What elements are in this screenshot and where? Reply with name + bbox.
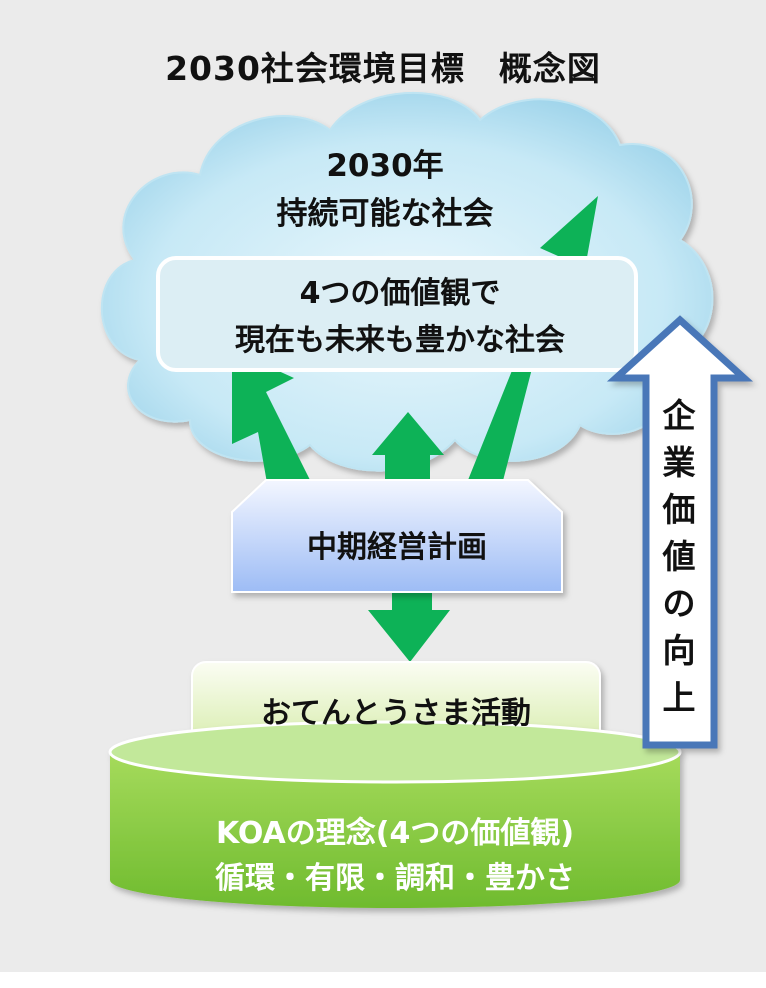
base-cylinder — [108, 720, 682, 908]
goal-box-line2: 現在も未来も豊かな社会 — [235, 323, 565, 358]
arrow-up-left — [232, 350, 310, 500]
cloud-title-society: 持続可能な社会 — [276, 196, 494, 232]
side-arrow — [606, 315, 754, 749]
base-philosophy-line2: 循環・有限・調和・豊かさ — [215, 861, 575, 896]
activity-box-label: おてんとうさま活動 — [261, 696, 531, 731]
base-philosophy-line1: KOAの理念(4つの価値観) — [215, 816, 575, 851]
plan-box-label: 中期経営計画 — [307, 530, 487, 565]
plan-box — [231, 479, 563, 593]
arrow-up-center — [372, 412, 444, 500]
page-title: 2030社会環境目標 概念図 — [165, 49, 601, 88]
cloud-title-year: 2030年 — [326, 148, 444, 184]
goal-box-line1: 4つの価値観で — [299, 276, 501, 311]
goal-box — [156, 256, 638, 372]
footer-band — [0, 972, 766, 988]
side-arrow-label: 企業価値の向上 — [662, 396, 696, 717]
